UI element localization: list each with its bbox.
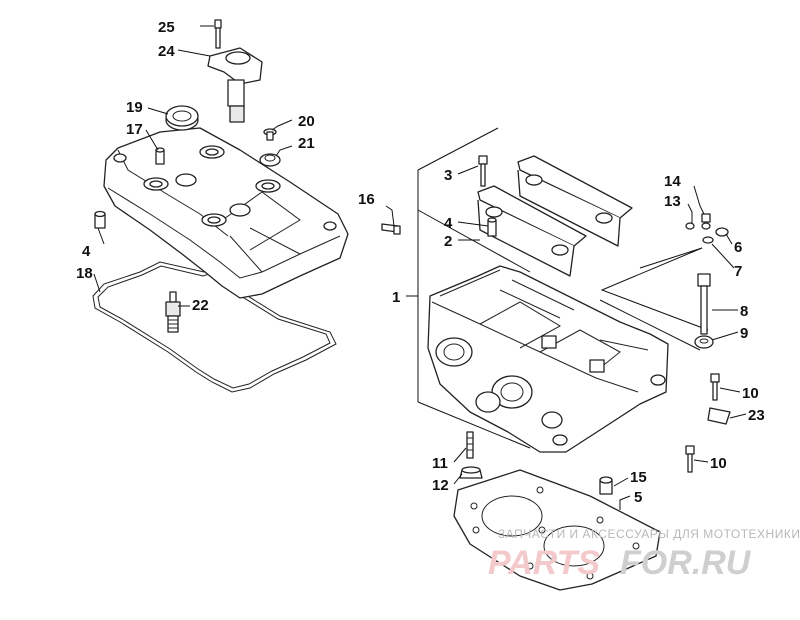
watermark-brand-right: FOR.RU [620, 544, 752, 582]
banjo-washer [685, 222, 695, 230]
callout-10-lower: 10 [710, 455, 727, 472]
callout-8: 8 [740, 303, 748, 320]
callout-21: 21 [298, 135, 315, 152]
callout-5: 5 [634, 489, 642, 506]
flange-bolt-lower [685, 445, 695, 473]
callout-10-upper: 10 [742, 385, 759, 402]
callout-19: 19 [126, 99, 143, 116]
sealing-washer-7 [702, 236, 714, 244]
callout-4-left: 4 [82, 243, 91, 260]
watermark: ЗАПЧАСТИ И АКСЕССУАРЫ ДЛЯ МОТОТЕХНИКИ PA… [488, 527, 800, 582]
callout-22: 22 [192, 297, 209, 314]
oil-seal [165, 105, 199, 131]
callout-25: 25 [158, 19, 175, 36]
ignition-coil [207, 47, 263, 123]
watermark-tagline: ЗАПЧАСТИ И АКСЕССУАРЫ ДЛЯ МОТОТЕХНИКИ [498, 527, 800, 541]
callout-14: 14 [664, 173, 681, 190]
head-bolt [697, 273, 711, 335]
exhaust-stud [466, 431, 474, 459]
callout-11: 11 [432, 455, 448, 472]
callout-3: 3 [444, 167, 452, 184]
watermark-brand-left: PARTS [488, 544, 600, 582]
callout-15: 15 [630, 469, 647, 486]
coil-bolt [214, 19, 222, 49]
callout-9: 9 [740, 325, 748, 342]
camshaft-cap-rear [517, 155, 633, 247]
callout-24: 24 [158, 43, 175, 60]
callout-6: 6 [734, 239, 742, 256]
dowel-pin-gasket [599, 476, 613, 495]
stud-bolt [381, 223, 401, 235]
head-gasket [453, 469, 661, 591]
callout-17: 17 [126, 121, 143, 138]
exhaust-nut [459, 466, 483, 479]
dowel-pin-right [487, 217, 497, 237]
camshaft-cap-front [477, 185, 587, 277]
callout-23: 23 [748, 407, 765, 424]
callout-13: 13 [664, 193, 681, 210]
head-bolt-washer [694, 335, 714, 349]
callout-4-right: 4 [444, 215, 453, 232]
callout-16: 16 [358, 191, 375, 208]
cap-bolt [478, 155, 488, 187]
valve-cover [103, 127, 349, 299]
callout-20: 20 [298, 113, 315, 130]
callout-2: 2 [444, 233, 452, 250]
callout-labels: 25 24 19 17 20 21 4 18 22 16 1 3 4 2 14 … [76, 19, 765, 506]
sealing-washer-6 [715, 227, 729, 237]
callout-1: 1 [392, 289, 400, 306]
assembly-frame [417, 127, 709, 449]
cover-bolt [263, 128, 277, 141]
spark-plug [165, 291, 181, 333]
bracket [707, 407, 731, 425]
dowel-pin-left [94, 210, 106, 229]
banjo-bolt [701, 213, 711, 230]
flange-bolt-upper [710, 373, 720, 401]
callout-12: 12 [432, 477, 449, 494]
valve-cover-gasket [92, 261, 337, 393]
callout-7: 7 [734, 263, 742, 280]
grommet [259, 153, 281, 167]
leader-lines [93, 25, 747, 510]
callout-18: 18 [76, 265, 93, 282]
cylinder-head [427, 265, 669, 453]
